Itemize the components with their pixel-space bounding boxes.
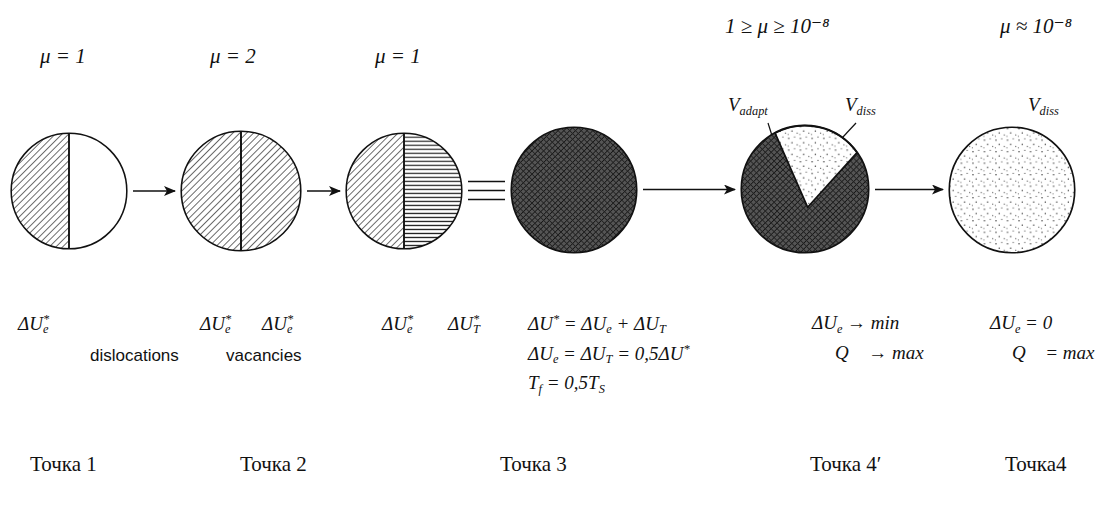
formula: ΔU*e [200,312,230,337]
stage-circle: ΔU*eΔU*T [345,132,463,250]
stage-circle: ΔUe → minQ⃗ → max [740,124,870,254]
mu-value: μ = 1 [40,44,86,68]
volume-callout: Vdiss [1028,94,1059,118]
circle-shape [345,132,463,250]
circle-shape [740,124,870,254]
stage-circle: ΔU* = ΔUe + ΔUTΔUe = ΔUT = 0,5ΔU*Tf = 0,… [510,126,638,254]
stage-circle: ΔU*eΔU*e [180,130,302,252]
stage-label: Точка4 [1005,452,1066,476]
circle-shape [180,130,302,252]
stage-circle: ΔU*e [10,132,128,250]
arrow-connector [133,190,175,192]
formula: ΔU*T [448,312,480,337]
circle-shape [948,126,1076,254]
formula: ΔU*e [18,312,48,337]
stage-label: Точка 4′ [810,452,881,476]
defect-label: vacancies [226,346,302,366]
arrow-connector [307,190,340,192]
volume-callout: Vdiss [845,94,876,118]
formula: ΔU*e [382,312,412,337]
formula: Q⃗ = max [1012,342,1094,364]
arrow-connector [875,189,943,191]
formula: Tf = 0,5TS [528,372,605,396]
mu-value: μ = 1 [375,44,421,68]
circle-shape [10,132,128,250]
formula: ΔU* = ΔUe + ΔUT [528,312,666,337]
formula: ΔUe = 0 [990,312,1052,336]
formula: ΔUe → min [812,312,899,336]
formula: ΔU*e [262,312,292,337]
stage-label: Точка 1 [30,452,97,476]
circle-shape [510,126,638,254]
volume-callout: Vadapt [728,94,768,118]
arrow-connector [643,189,735,191]
defect-label: dislocations [90,346,179,366]
stage-label: Точка 3 [500,452,567,476]
stage-label: Точка 2 [240,452,307,476]
mu-range: 1 ≥ μ ≥ 10⁻⁸ [725,14,829,38]
formula: Q⃗ → max [835,342,924,364]
formula: ΔUe = ΔUT = 0,5ΔU* [528,342,690,367]
mu-value: μ = 2 [210,44,256,68]
stage-circle: ΔUe = 0Q⃗ = max [948,126,1076,254]
equivalence-sign [468,182,505,200]
mu-value: μ ≈ 10⁻⁸ [1000,14,1072,38]
